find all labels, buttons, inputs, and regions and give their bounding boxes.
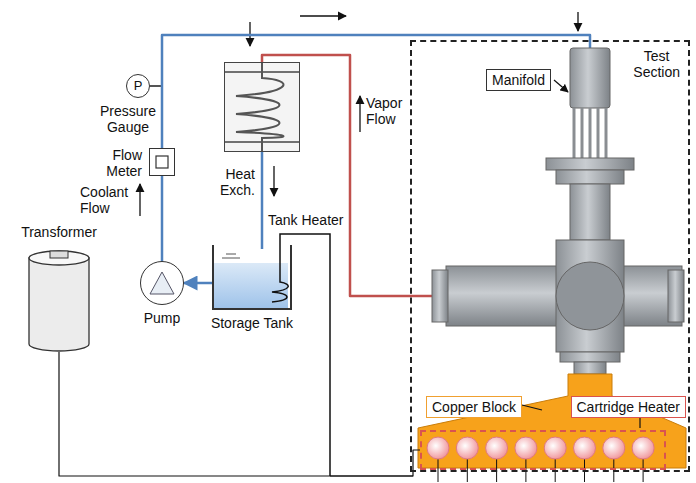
pipe <box>410 295 432 298</box>
flow-arrow <box>140 12 578 216</box>
test-section-boundary: Test SectionManifoldCopper BlockCartridg… <box>410 40 690 472</box>
callout-label: Copper Block <box>432 399 516 415</box>
test-rig <box>605 108 608 158</box>
cartridge-heater-symbol <box>574 437 596 459</box>
component-label: Tank Heater <box>268 212 343 228</box>
flow-label: Vapor Flow <box>366 95 402 127</box>
component-label: Storage Tank <box>211 315 293 331</box>
test-rig <box>556 170 624 184</box>
tank-heater <box>272 234 330 476</box>
tank-water <box>222 258 240 259</box>
test-rig <box>581 108 584 158</box>
heat-exchanger <box>236 62 283 152</box>
test-rig <box>570 184 610 240</box>
flow-arrow <box>577 12 578 31</box>
leader-line <box>554 80 568 92</box>
test-rig <box>668 270 684 322</box>
coolant-pipe <box>162 35 590 148</box>
coolant-pipe <box>184 282 212 285</box>
cartridge-heater-symbol <box>427 437 449 459</box>
heat-exchanger: Heat Exch. <box>224 62 300 152</box>
cartridge-heater-group: Cartridge Heater <box>420 430 666 470</box>
leader-line <box>522 405 542 410</box>
leader-line <box>522 80 640 428</box>
heat-exchanger <box>224 62 300 152</box>
tank-water <box>214 254 288 308</box>
transformer-knob <box>50 251 68 258</box>
transformer-body <box>29 258 89 351</box>
test-rig <box>560 352 620 362</box>
test-rig <box>546 158 634 170</box>
vapor-pipe <box>262 55 410 296</box>
test-rig <box>597 108 600 158</box>
component-label: Transformer <box>21 224 97 240</box>
cartridge-heater-symbol <box>456 437 478 459</box>
cartridge-heater-symbol <box>603 437 625 459</box>
section-label: Test Section <box>633 48 680 80</box>
test-rig <box>573 108 576 158</box>
coolant-pipe <box>161 176 164 261</box>
copper-block <box>418 374 686 468</box>
flow-label: Coolant Flow <box>80 184 128 216</box>
pump: Pump <box>140 261 184 305</box>
pump-symbol <box>150 272 174 294</box>
cartridge-heater-symbol <box>486 437 508 459</box>
component-label: Pressure Gauge <box>100 103 156 135</box>
storage-tank: Storage Tank <box>212 245 292 310</box>
callout-label: Cartridge Heater <box>571 396 687 418</box>
test-rig <box>574 362 606 374</box>
callout-label: Manifold <box>492 72 545 88</box>
flow-arrow <box>273 166 274 196</box>
copper-block <box>418 374 686 468</box>
gauge-stub <box>150 86 162 87</box>
power-wire <box>59 352 420 476</box>
flow-arrow <box>359 96 360 132</box>
cartridge-heater-symbol <box>427 437 654 482</box>
test-rig <box>556 240 624 352</box>
component-label: Pump <box>144 310 181 326</box>
flow-arrow <box>300 15 346 16</box>
pump-symbol <box>150 272 174 294</box>
heat-exchanger <box>224 62 300 152</box>
flow-meter: Flow Meter <box>149 148 175 176</box>
condensate-pipe <box>261 152 264 249</box>
transformer: Transformer <box>28 248 90 352</box>
component-label: Heat Exch. <box>220 166 255 198</box>
transformer-lid <box>29 251 89 265</box>
flow-arrow <box>139 184 140 216</box>
cartridge-heater-symbol <box>544 437 566 459</box>
pressure-gauge: PPressure Gauge <box>126 74 150 98</box>
manifold-callout: Manifold <box>486 69 551 91</box>
test-rig <box>570 48 610 108</box>
test-rig <box>432 270 448 322</box>
cartridge-heater-symbol <box>632 437 654 459</box>
flow-meter-window <box>156 156 168 168</box>
gauge-symbol-letter: P <box>127 75 149 97</box>
test-rig <box>432 48 684 374</box>
tank-water <box>226 254 236 255</box>
test-rig <box>556 262 624 330</box>
copper-block-callout: Copper Block <box>426 396 522 418</box>
gauge-stub <box>150 85 162 87</box>
component-label: Flow Meter <box>106 147 142 179</box>
tank-heater <box>272 234 330 476</box>
flow-meter-window <box>156 156 168 168</box>
test-rig <box>574 108 606 158</box>
test-rig <box>589 108 592 158</box>
transformer-outline <box>28 248 90 352</box>
cartridge-heater-symbol <box>515 437 537 459</box>
